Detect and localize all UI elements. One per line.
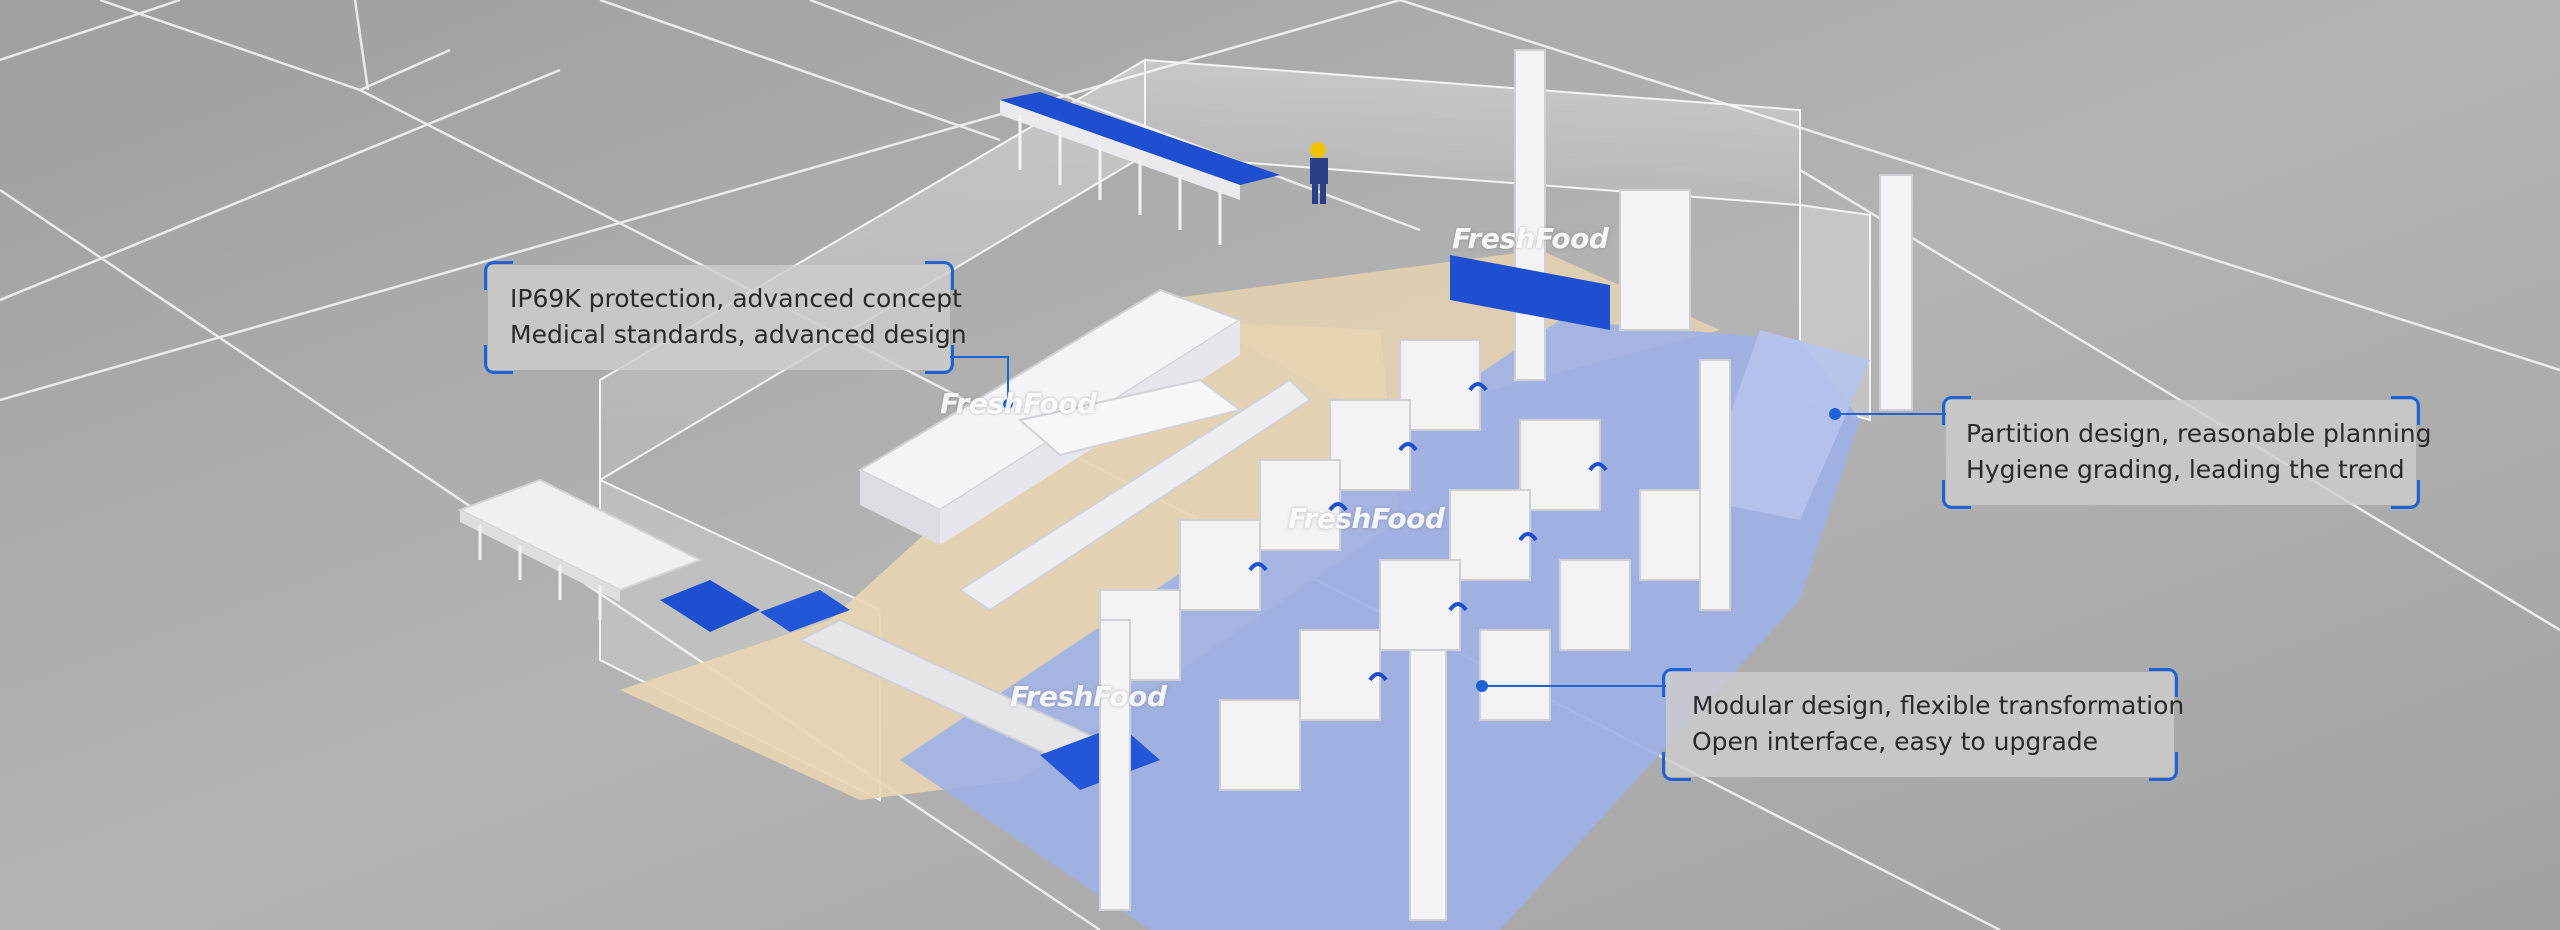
callout-ip69k-protection: IP69K protection, advanced concept Medic… xyxy=(484,261,967,374)
callout-text-line: Hygiene grading, leading the trend xyxy=(1966,455,2405,484)
modular-stations xyxy=(1099,339,1711,791)
central-machines xyxy=(857,288,1312,612)
callout-text-line: IP69K protection, advanced concept xyxy=(510,284,962,313)
worker-figure xyxy=(1310,142,1328,204)
callout-corner-bracket xyxy=(1942,480,1971,509)
callout-corner-bracket xyxy=(484,345,513,374)
callout-corner-bracket xyxy=(2391,396,2420,425)
callout-corner-bracket xyxy=(2149,752,2178,781)
freshfood-watermark: FreshFood xyxy=(1288,502,1445,535)
callout-modular-design: Modular design, flexible transformation … xyxy=(1662,668,2185,781)
blue-panel xyxy=(1450,255,1610,330)
callout-text-line: Medical standards, advanced design xyxy=(510,320,967,349)
freshfood-watermark: FreshFood xyxy=(1010,680,1167,713)
callout-corner-bracket xyxy=(925,345,954,374)
callout-text-line: Modular design, flexible transformation xyxy=(1692,691,2185,720)
callout-corner-bracket xyxy=(925,261,954,290)
callout-partition-design: Partition design, reasonable planning Hy… xyxy=(1942,396,2432,509)
freshfood-watermark: FreshFood xyxy=(1452,222,1609,255)
callout-text-line: Open interface, easy to upgrade xyxy=(1692,727,2099,756)
callout-text-line: Partition design, reasonable planning xyxy=(1966,419,2432,448)
left-table xyxy=(457,478,703,620)
towers xyxy=(1099,49,1913,921)
callout-corner-bracket xyxy=(1662,668,1691,697)
callout-corner-bracket xyxy=(2391,480,2420,509)
callout-corner-bracket xyxy=(1942,396,1971,425)
callout-connectors xyxy=(950,356,1946,687)
callout-corner-bracket xyxy=(1662,752,1691,781)
freshfood-watermark: FreshFood xyxy=(940,387,1097,420)
callout-corner-bracket xyxy=(2149,668,2178,697)
callout-corner-bracket xyxy=(484,261,513,290)
callout-connector-dots xyxy=(1003,399,1841,692)
top-conveyor xyxy=(1000,92,1280,245)
